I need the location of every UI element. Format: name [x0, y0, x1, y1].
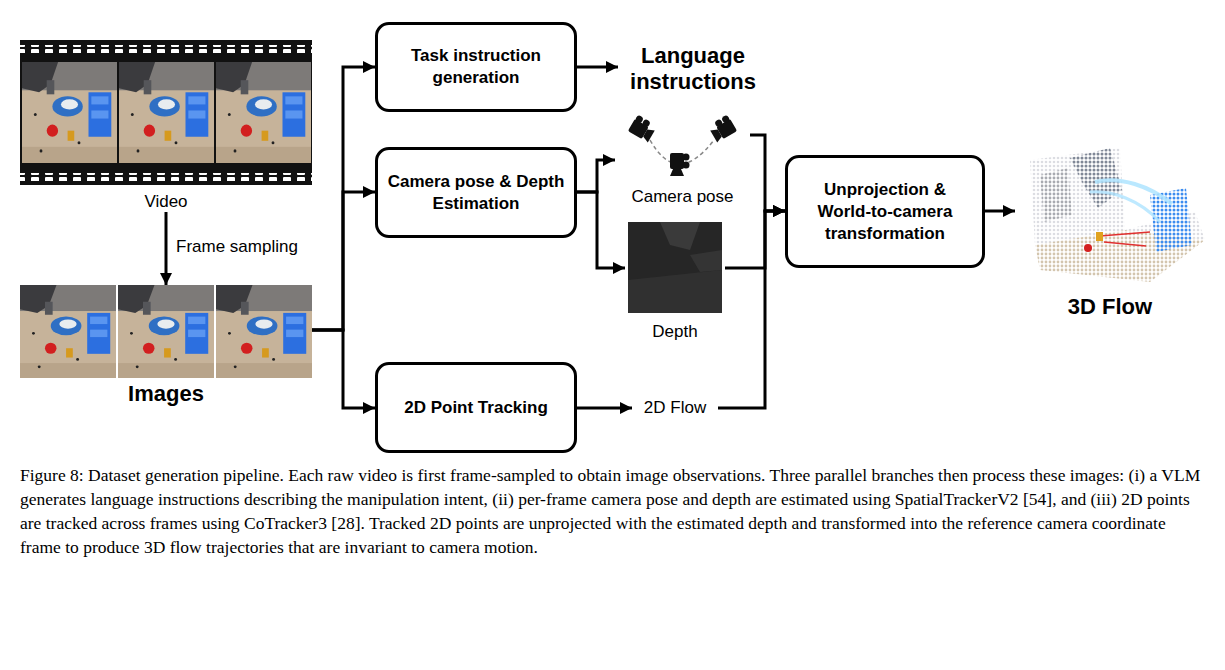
flow-arrow [725, 211, 785, 268]
point-cloud [1096, 232, 1103, 241]
point-cloud [1100, 232, 1150, 246]
process-box: Camera pose & Depth Estimation [375, 147, 577, 238]
depth-map [628, 270, 722, 313]
flow-output: 2D Flow [632, 396, 718, 420]
flow-arrow [312, 192, 375, 330]
video-filmstrip [20, 40, 312, 185]
image-frames-node: Images [20, 285, 312, 407]
depth-map [660, 222, 700, 250]
point-cloud [1040, 168, 1072, 222]
video-filmstrip [119, 62, 214, 163]
node-text: Camera pose & Depth Estimation [386, 171, 566, 215]
video-filmstrip [119, 62, 214, 163]
point-cloud [1090, 192, 1160, 222]
node-text: 2D Point Tracking [404, 397, 548, 419]
video-filmstrip [22, 62, 117, 163]
flow-arrow [312, 67, 375, 330]
video-filmstrip-node: Video [20, 40, 312, 212]
flow-arrow [985, 210, 1015, 213]
node-text: Camera pose [631, 187, 733, 207]
video-filmstrip [20, 40, 312, 185]
process-box: 2D Point Tracking [375, 362, 577, 453]
flow-arrow [577, 407, 632, 410]
camera-icons [628, 114, 737, 176]
video-filmstrip [216, 62, 311, 163]
camera-icons [670, 153, 690, 176]
figure-caption: Figure 8: Dataset generation pipeline. E… [20, 463, 1208, 559]
flow-arrow [165, 212, 168, 285]
image-frames [20, 285, 312, 378]
video-filmstrip [216, 62, 311, 163]
image-frames [118, 285, 214, 378]
image-frames [216, 285, 312, 378]
flow-arrow [312, 330, 375, 408]
point-cloud [1030, 148, 1125, 245]
point-cloud [1070, 148, 1122, 208]
node-text: Depth [652, 322, 697, 342]
process-box: Unprojection & World-to-camera transform… [785, 155, 985, 268]
image-frames [20, 285, 116, 378]
node-text: 2D Flow [644, 398, 706, 418]
output-label: Language instructions [618, 38, 768, 100]
camera-icons [628, 114, 658, 142]
video-filmstrip [22, 62, 117, 163]
point-cloud-output: 3D Flow [1015, 140, 1205, 320]
node-text: Unprojection & World-to-camera transform… [796, 179, 974, 245]
video-filmstrip [20, 173, 312, 181]
node-text: Language instructions [618, 43, 768, 95]
camera-pose-output: Camera pose [615, 115, 750, 207]
image-frames [20, 285, 116, 378]
depth-map [628, 222, 722, 313]
depth-output: Depth [625, 222, 725, 342]
depth-map [690, 250, 722, 272]
node-text: 3D Flow [1068, 294, 1152, 320]
flow-arrow [577, 192, 625, 268]
image-frames [216, 285, 312, 378]
edge-label: Frame sampling [176, 237, 298, 257]
node-text: Images [128, 381, 204, 407]
depth-map [628, 222, 722, 313]
flow-arrow [577, 66, 618, 69]
process-box: Task instruction generation [375, 22, 577, 112]
image-frames [118, 285, 214, 378]
camera-icons [707, 114, 737, 142]
flow-arrow [577, 160, 615, 192]
point-cloud [1084, 244, 1092, 252]
node-text: Video [144, 192, 187, 212]
video-filmstrip [20, 45, 312, 53]
node-text: Task instruction generation [386, 45, 566, 89]
point-cloud [1030, 148, 1205, 282]
flow-arrow [750, 135, 785, 211]
flow-arrow [718, 211, 785, 408]
